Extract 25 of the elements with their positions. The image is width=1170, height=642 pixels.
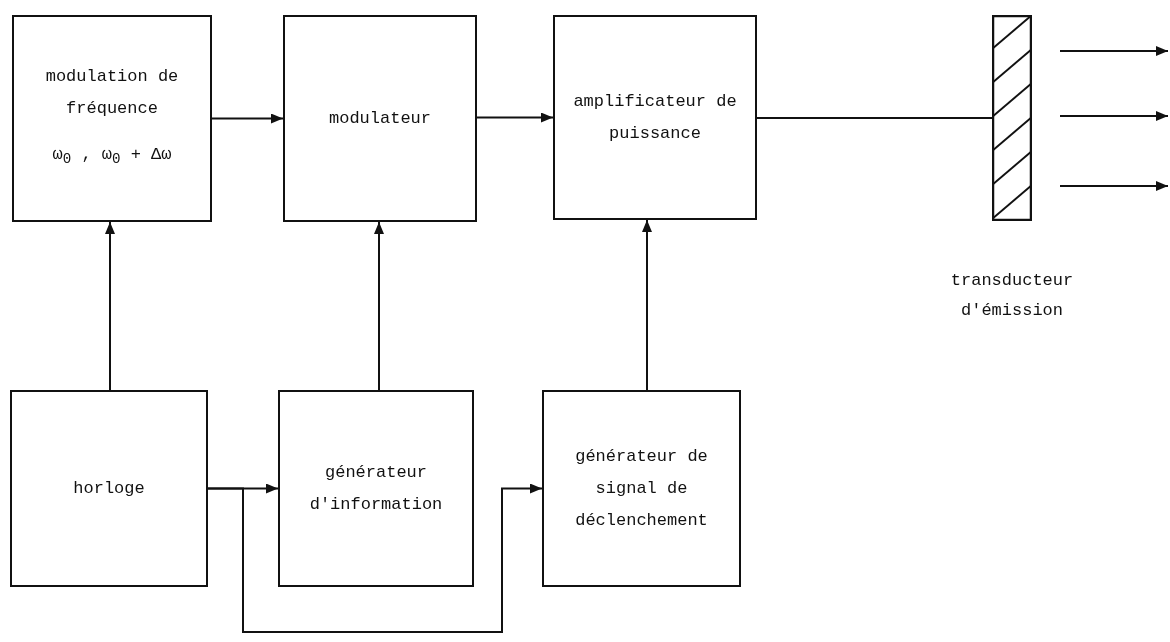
process-box <box>278 390 474 587</box>
caption-text: transducteur d'émission <box>949 270 1075 322</box>
process-box <box>12 15 212 222</box>
box-label: amplificateur de puissance <box>572 90 738 145</box>
box-label: générateur d'information <box>308 461 444 516</box>
arrow <box>476 112 554 123</box>
arrow <box>105 221 115 391</box>
frequency-label: ω$_{0}$ , ω$_{0}$ + Δω <box>51 144 173 170</box>
arrow <box>642 219 652 391</box>
arrow <box>374 221 384 391</box>
box-label: modulateur <box>328 107 432 130</box>
box-label: horloge <box>72 477 146 500</box>
arrow <box>207 483 543 633</box>
emission-arrow <box>1059 181 1169 191</box>
emission-arrow <box>1059 46 1169 56</box>
process-box <box>283 15 477 222</box>
box-label: générateur de signal de déclenchement <box>574 445 709 532</box>
transducer-bar <box>992 15 1032 221</box>
box-label: modulation de fréquence <box>44 66 180 121</box>
process-box <box>10 390 208 587</box>
connector-line <box>756 117 993 119</box>
process-box <box>553 15 757 220</box>
arrow <box>211 113 284 124</box>
process-box <box>542 390 741 587</box>
emission-arrow <box>1059 111 1169 121</box>
